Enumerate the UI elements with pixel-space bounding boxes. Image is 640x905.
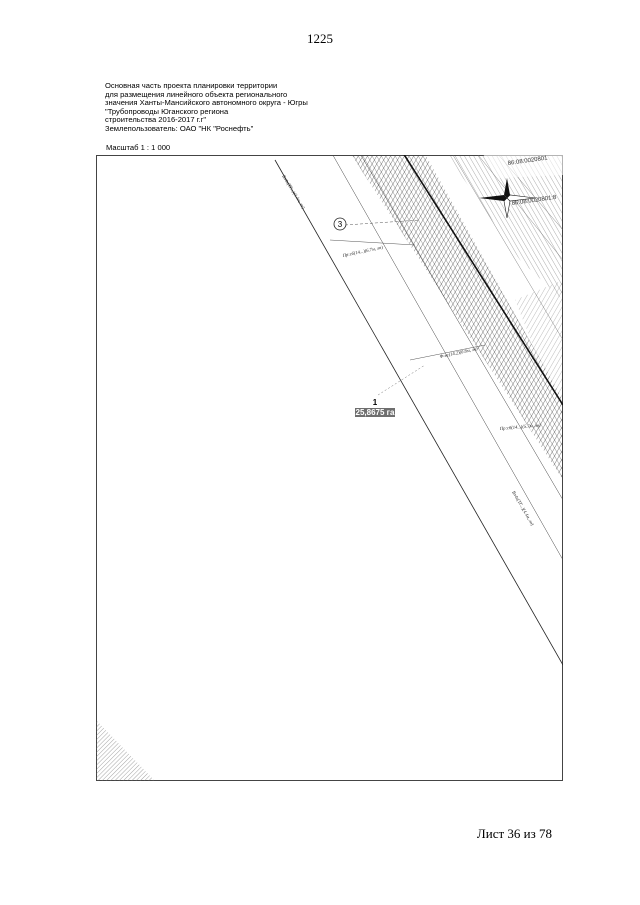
parcel-area: 25,8675 га: [354, 408, 396, 417]
line-annotation: Вл4н(ТГ...)(4.4м, лн): [510, 490, 535, 527]
scale-label: Масштаб 1 : 1 000: [106, 143, 171, 152]
line-annotation: Ф-вс(14.2)(0.8м, лн): [439, 346, 478, 360]
title-line-1: Основная часть проекта планировки террит…: [105, 81, 278, 90]
marker-number: 3: [338, 220, 343, 229]
corner-hatch: [96, 720, 155, 781]
title-line-3: значения Ханты-Мансийского автономного о…: [105, 98, 308, 108]
title-line-2: для размещения линейного объекта региона…: [105, 89, 288, 99]
parcel-label: 1 25,8675 га: [350, 398, 400, 418]
cadastral-block: [483, 155, 563, 178]
boundary-line-4: [452, 155, 563, 341]
marker-circle: [333, 217, 347, 231]
sheet-number: Лист 36 из 78: [476, 826, 552, 841]
hatched-band-right: [446, 155, 563, 300]
line-annotation: Вл4н(ТГ...)(4.4м, лн): [280, 174, 306, 211]
leader-line-annot-1: [329, 239, 416, 246]
page-number: 1225: [307, 31, 333, 46]
boundary-line-2: [332, 155, 563, 561]
line-annotation: Пр:сб(14...)(6.7м, лн): [341, 244, 384, 259]
title-block: Основная часть проекта планировки террит…: [105, 81, 405, 134]
north-arrow-icon: [479, 178, 536, 219]
boundary-line-3: [360, 155, 563, 501]
pipeline-line: [403, 155, 563, 406]
leader-line-parcel: [377, 364, 426, 396]
cadastral-number: 86:08:0020801: [507, 155, 548, 167]
title-line-4: "Трубопроводы Юганского региона: [105, 106, 229, 116]
hatched-corridor-cross: [351, 155, 563, 480]
title-line-5: строительства 2016-2017 г.г": [105, 115, 207, 125]
land-user-line: Землепользователь: ОАО "НК "Роснефть": [105, 123, 254, 133]
line-annotation: Пр:сб(14...)(5.7м, лн): [499, 422, 542, 432]
leader-line-marker: [344, 219, 421, 226]
leader-line-annot-2: [409, 344, 486, 361]
boundary-line-1: [274, 159, 563, 666]
parcel-number: 1: [372, 398, 378, 407]
boundary-line-5: [477, 155, 563, 261]
